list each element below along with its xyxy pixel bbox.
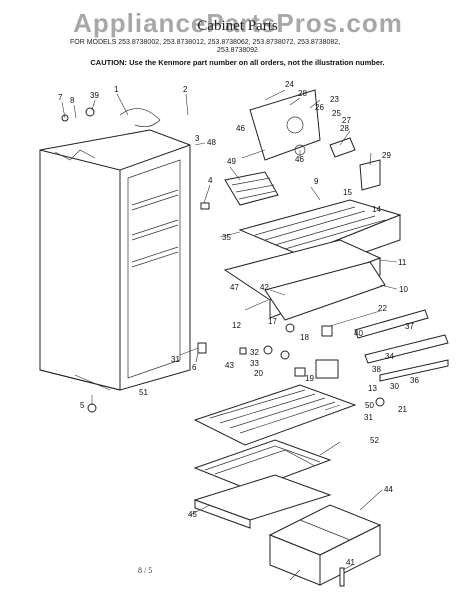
callout-35: 35 [222,233,231,242]
callout-49: 49 [227,157,236,166]
callout-7: 7 [58,93,63,102]
callout-40: 40 [354,329,363,338]
models-line: FOR MODELS 253.8738002, 253.8738012, 253… [70,39,341,46]
callout-11: 11 [398,258,407,267]
callout-28: 28 [340,124,349,133]
callout-38: 38 [372,365,381,374]
callout-30: 30 [390,382,399,391]
callout-41: 41 [346,558,355,567]
callout-6: 6 [192,363,197,372]
callout-31: 31 [171,355,180,364]
models-line-2: 253.8738092 [217,47,258,54]
callout-29: 29 [382,151,391,160]
callout-43: 43 [225,361,234,370]
callout-14: 14 [372,205,381,214]
callout-5: 5 [80,401,85,410]
callout-12: 12 [232,321,241,330]
small-parts [61,107,385,413]
caution-note: CAUTION: Use the Kenmore part number on … [90,58,385,67]
freezer-shelf [224,171,279,206]
callout-48: 48 [207,138,216,147]
callout-19: 19 [305,374,314,383]
callout-50: 50 [365,401,374,410]
callout-33: 33 [250,359,259,368]
callout-25: 25 [332,109,341,118]
control-housing [249,89,381,191]
callout-28: 28 [298,89,307,98]
shelf-rails [354,309,449,382]
cabinet-body [39,108,191,391]
callout-44: 44 [384,485,393,494]
callout-9: 9 [314,177,319,186]
callout-17: 17 [268,317,277,326]
callout-13: 13 [368,384,377,393]
callout-34: 34 [385,352,394,361]
callout-15: 15 [343,188,352,197]
callout-39: 39 [90,91,99,100]
callout-8: 8 [70,96,75,105]
callout-32: 32 [250,348,259,357]
callout-46: 46 [295,155,304,164]
callout-52: 52 [370,436,379,445]
callout-4: 4 [208,176,213,185]
callout-45: 45 [188,510,197,519]
callout-18: 18 [300,333,309,342]
callout-2: 2 [183,85,188,94]
callout-36: 36 [410,376,419,385]
glass-shelf [193,384,357,446]
callout-46: 46 [236,124,245,133]
callout-3: 3 [195,134,200,143]
callout-31: 31 [364,413,373,422]
diagram-title: Cabinet Parts [197,18,278,34]
callout-10: 10 [399,285,408,294]
callout-37: 37 [405,322,414,331]
crisper-cover [193,474,332,529]
page-number: 8 / 5 [138,566,153,575]
leader-lines [61,89,398,581]
callout-22: 22 [378,304,387,313]
watermark: AppliancePartsPros.com [73,8,403,38]
drain-pan [223,239,386,321]
crisper-drawers [268,504,382,586]
callout-27: 27 [342,116,351,125]
callout-24: 24 [285,80,294,89]
callout-51: 51 [139,388,148,397]
callout-21: 21 [398,405,407,414]
callout-1: 1 [114,85,119,94]
callout-26: 26 [315,103,324,112]
callout-47: 47 [230,283,239,292]
wire-shelf [193,439,332,491]
callout-20: 20 [254,369,263,378]
callout-42: 42 [260,283,269,292]
callout-23: 23 [330,95,339,104]
leveler [339,567,345,587]
